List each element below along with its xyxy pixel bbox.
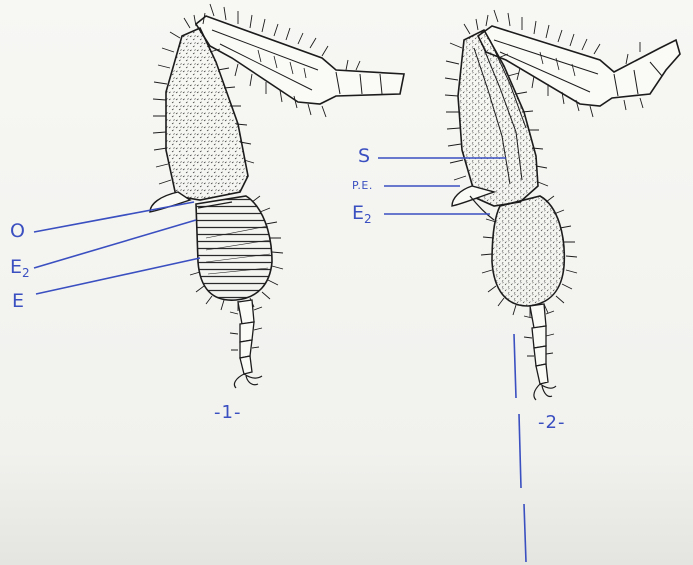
- caption-figure-2: -2-: [538, 414, 565, 432]
- label-o: O: [10, 222, 25, 241]
- figure-2-drawing: [445, 10, 680, 400]
- vertical-guide-line: [514, 334, 526, 562]
- label-e2-fig1-main: E: [10, 256, 22, 278]
- fig1-tarsi: [230, 300, 262, 388]
- fig1-basitarsus: [190, 196, 283, 311]
- caption-figure-1: -1-: [214, 404, 241, 422]
- label-e2-fig2-subscript: 2: [364, 212, 372, 226]
- label-e2-fig1-subscript: 2: [22, 266, 30, 280]
- label-e-fig1: E: [12, 292, 24, 311]
- fig2-basitarsus: [481, 196, 577, 317]
- label-e2-fig2-main: E: [352, 202, 364, 224]
- label-s: S: [358, 147, 370, 166]
- label-pe: P.E.: [352, 180, 373, 191]
- label-e2-fig1: E2: [10, 258, 30, 279]
- annotation-leader-lines: [34, 158, 526, 562]
- fig2-tarsi: [524, 304, 556, 400]
- leader-e-fig1: [36, 258, 200, 294]
- label-e2-fig2: E2: [352, 204, 372, 225]
- figure-1-drawing: [150, 4, 404, 388]
